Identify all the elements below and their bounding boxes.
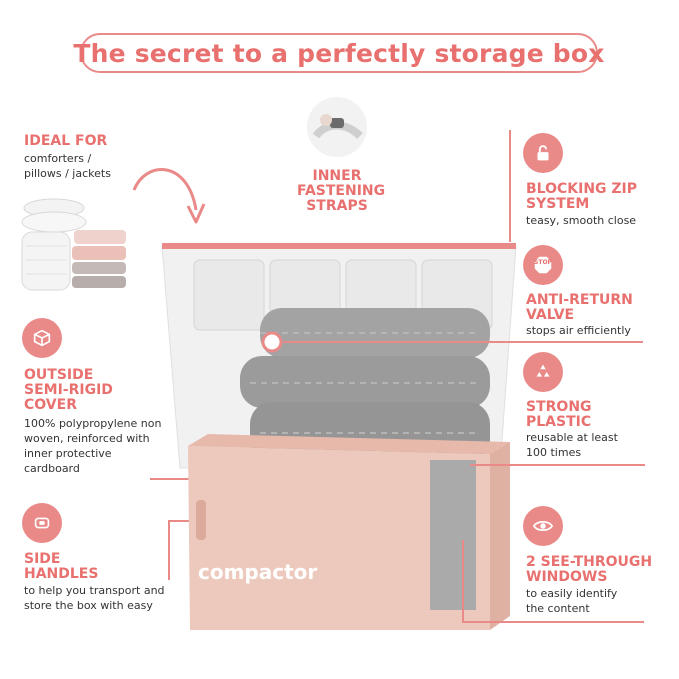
cover-icon-circle — [22, 318, 62, 358]
title-pill: The secret to a perfectly storage box — [73, 33, 604, 73]
windows-icon-circle — [523, 506, 563, 546]
zip-heading: BLOCKING ZIP SYSTEM — [526, 181, 638, 212]
zip-connector — [509, 130, 511, 242]
plastic-connector — [470, 464, 645, 466]
stop-icon — [534, 256, 552, 274]
recycle-icon — [536, 364, 550, 377]
plastic-heading: STRONG PLASTIC — [526, 399, 592, 430]
handles-heading: SIDE HANDLES — [24, 551, 99, 582]
curved-arrow-icon — [132, 168, 206, 224]
handles-connector-h — [168, 520, 198, 522]
handles-connector-v — [168, 520, 170, 580]
windows-heading: 2 SEE-THROUGH WINDOWS — [526, 554, 653, 585]
lock-icon — [537, 145, 549, 161]
valve-icon-circle — [523, 245, 563, 285]
valve-connector — [283, 341, 643, 343]
storage-box-illustration — [161, 243, 517, 630]
cover-text: 100% polypropylene non woven, reinforced… — [24, 417, 162, 475]
cover-heading: OUTSIDE SEMI-RIGID COVER — [24, 367, 113, 413]
handles-icon-circle — [22, 503, 62, 543]
valve-heading: ANTI-RETURN VALVE — [526, 292, 633, 323]
windows-connector-v — [462, 540, 464, 622]
box-icon — [33, 329, 51, 347]
valve-text: stops air efficiently — [526, 324, 631, 337]
eye-icon — [532, 521, 554, 531]
handle-icon — [34, 517, 50, 529]
brand-logo: compactor — [198, 560, 318, 584]
stop-badge: STOP — [534, 259, 552, 266]
plastic-icon-circle — [523, 352, 563, 392]
ideal-heading: IDEAL FOR — [24, 133, 108, 149]
windows-connector-h — [462, 621, 644, 623]
page-title: The secret to a perfectly storage box — [73, 38, 605, 68]
straps-heading: INNER FASTENING STRAPS — [297, 168, 386, 214]
pillows-illustration — [21, 198, 126, 291]
handles-text: to help you transport and store the box … — [24, 584, 165, 612]
plastic-text: reusable at least 100 times — [526, 431, 618, 459]
windows-text: to easily identify the content — [526, 587, 618, 615]
zip-text: teasy, smooth close — [526, 214, 637, 227]
strap-photo — [307, 97, 367, 157]
ideal-text: comforters / pillows / jackets — [24, 152, 111, 180]
zip-icon-circle — [523, 133, 563, 173]
